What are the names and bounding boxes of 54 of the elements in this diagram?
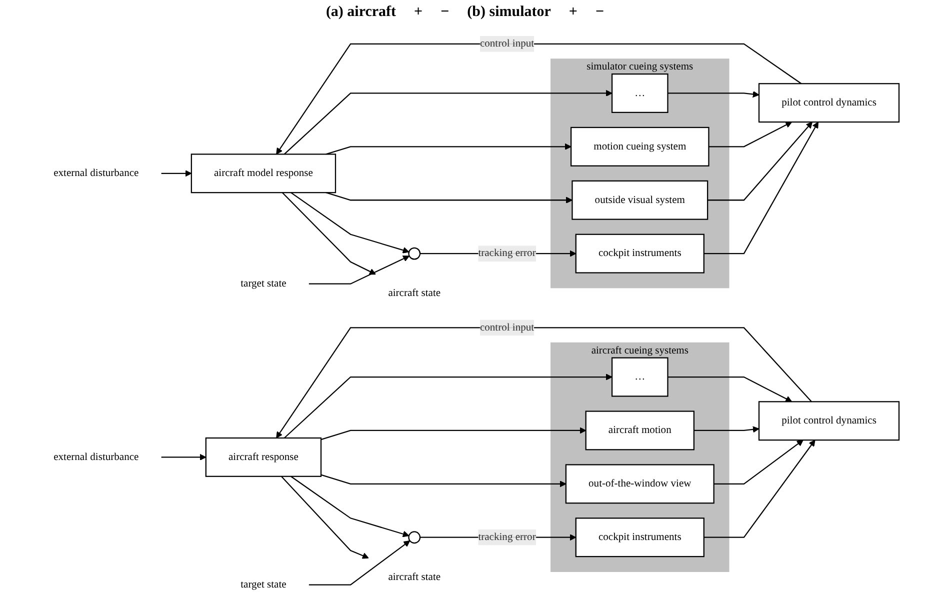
panel-label: + [414,4,423,22]
node-box: … [611,73,668,113]
node-text: aircraft state [388,288,441,300]
arrow [704,122,818,254]
node-box: pilot control dynamics [758,83,900,123]
arrow [284,90,612,155]
arrow [161,454,206,460]
arrow [708,122,792,148]
edge-label: tracking error [478,248,536,260]
arrow [708,122,813,201]
panel-label: (b) simulator [467,4,551,22]
node-box: aircraft model response [190,154,336,194]
node-text: target state [240,579,286,590]
arrow [280,476,369,559]
edge-label: tracking error [478,532,536,544]
node-box: cockpit instruments [575,518,704,558]
node-box: outside visual system [572,180,708,220]
arrow [326,143,572,155]
node-box: pilot control dynamics [758,401,900,441]
node-box: out-of-the-window view [565,464,714,504]
node-circle [408,247,421,260]
arrow [320,427,586,440]
arrow [326,192,573,204]
arrow [308,256,410,284]
edge-label: control input [480,322,534,334]
arrow [284,374,612,438]
arrow [282,192,376,275]
node-box: aircraft motion [585,410,694,450]
arrow [668,90,760,98]
arrow [714,440,804,484]
node-box: … [611,357,668,397]
node-text: aircraft state [388,572,441,583]
panel-label: + [568,4,578,22]
node-text: external disturbance [54,168,139,180]
arrow [668,376,792,402]
arrow [276,43,802,154]
arrow [290,192,410,254]
panel-label: − [440,4,450,22]
arrow [704,440,816,538]
arrow [320,474,566,488]
node-box: aircraft response [205,437,322,477]
node-box: cockpit instruments [575,234,704,274]
panel-label: − [595,4,604,22]
node-circle [408,531,421,544]
arrow [161,170,192,177]
arrow [276,327,812,438]
arrow [290,476,410,538]
arrow [308,540,410,586]
node-text: target state [240,278,286,290]
arrow [694,426,760,433]
panel-label: (a) aircraft [326,4,396,22]
node-text: external disturbance [54,452,139,463]
node-box: motion cueing system [570,126,710,166]
edge-label: control input [480,38,534,50]
